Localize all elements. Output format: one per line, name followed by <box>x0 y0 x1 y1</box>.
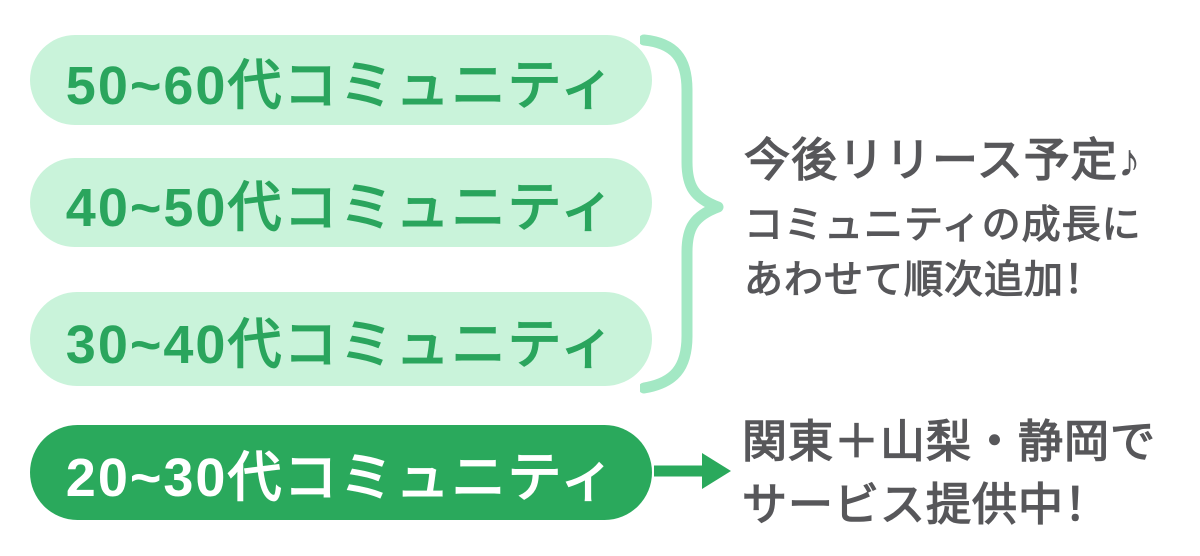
upcoming-release-description: コミュニティの成長に あわせて順次追加！ <box>744 198 1142 308</box>
curly-brace-right-icon <box>640 34 724 394</box>
upcoming-release-description-line2: あわせて順次追加！ <box>744 259 1105 302</box>
service-area-note-line2: サービス提供中！ <box>742 479 1111 530</box>
age-pill-50-60-label: 50~60代コミュニティ <box>65 55 617 116</box>
service-area-note-line1: 関東＋山梨・静岡で <box>742 416 1157 467</box>
arrow-right-icon <box>654 453 731 489</box>
age-pill-20-30-label: 20~30代コミュニティ <box>65 448 617 508</box>
service-area-note: 関東＋山梨・静岡で サービス提供中！ <box>742 410 1156 536</box>
upcoming-release-description-line1: コミュニティの成長に <box>744 204 1142 247</box>
age-pill-40-50-label: 40~50代コミュニティ <box>65 178 617 238</box>
age-pill-40-50: 40~50代コミュニティ <box>30 158 652 247</box>
upcoming-release-title: 今後リリース予定♪ <box>744 134 1142 186</box>
age-pill-30-40-label: 30~40代コミュニティ <box>65 314 617 375</box>
age-pill-30-40: 30~40代コミュニティ <box>30 292 652 386</box>
age-pill-20-30: 20~30代コミュニティ <box>30 425 652 520</box>
age-pill-50-60: 50~60代コミュニティ <box>30 35 652 125</box>
